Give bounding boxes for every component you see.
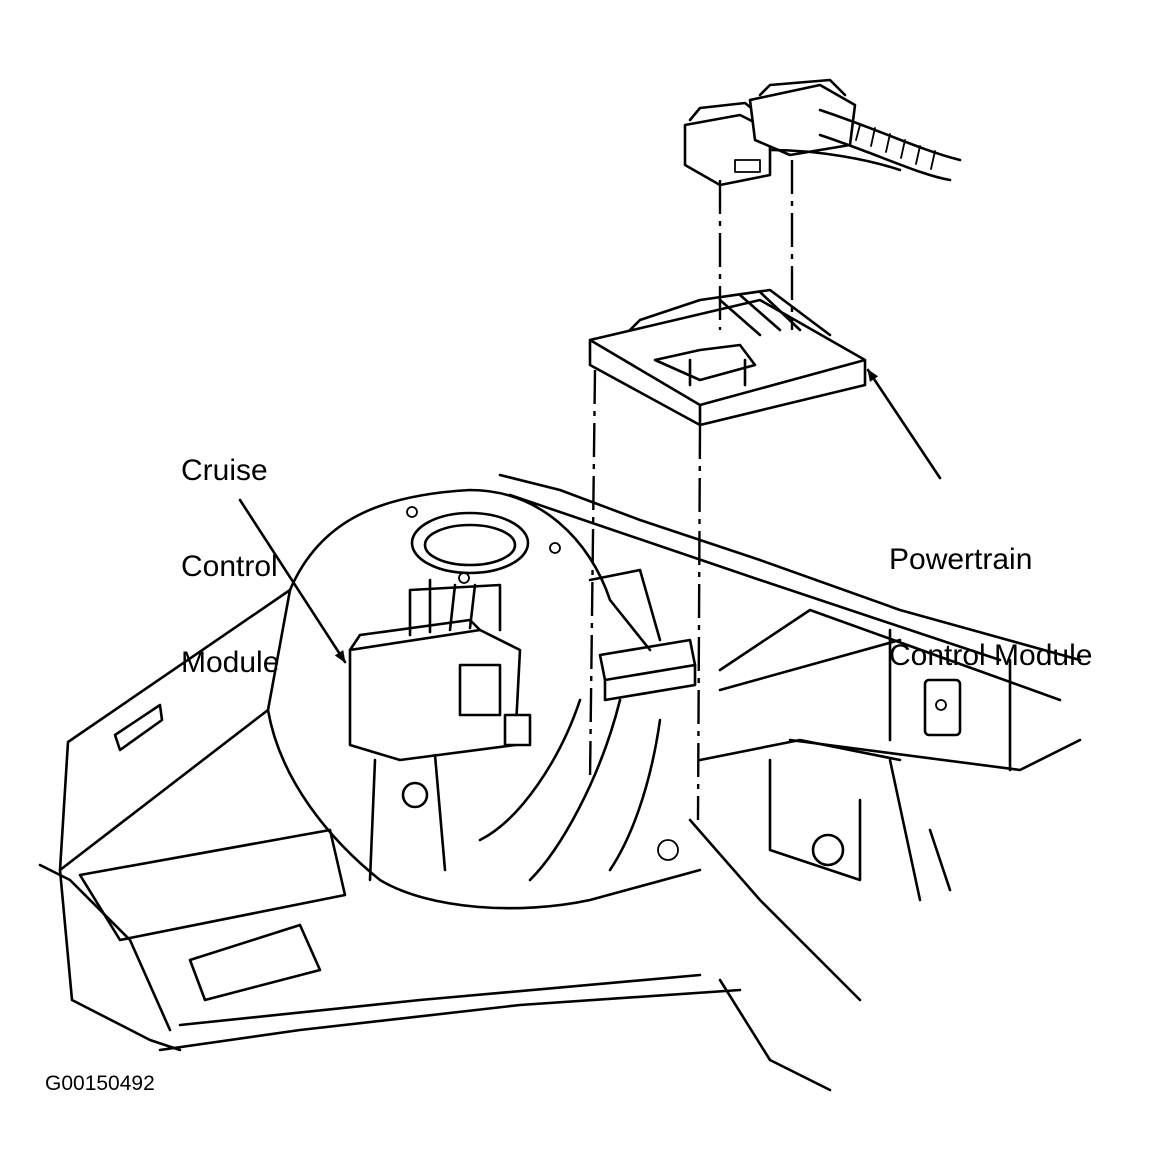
fender-panel bbox=[38, 588, 742, 1052]
pcm-mounting-bracket bbox=[588, 568, 697, 702]
pcm-harness-connectors bbox=[683, 78, 962, 187]
powertrain-control-module-drawing bbox=[588, 288, 867, 427]
figure-code: G00150492 bbox=[45, 1072, 155, 1095]
cruise-label-line-1: Cruise bbox=[181, 454, 268, 487]
right-side-rail bbox=[498, 473, 1082, 1092]
cruise-label-line-3: Module bbox=[181, 646, 280, 679]
cruise-control-module-label: Cruise Control Module bbox=[181, 391, 279, 711]
cruise-control-module-drawing bbox=[348, 578, 532, 882]
pcm-leader-arrow bbox=[866, 368, 942, 480]
alignment-lines bbox=[588, 160, 794, 821]
cruise-module-leader-arrow bbox=[238, 498, 347, 664]
pcm-label-line-1: Powertrain bbox=[889, 543, 1033, 576]
strut-tower bbox=[266, 488, 702, 910]
cruise-label-line-2: Control bbox=[181, 550, 278, 583]
powertrain-control-module-label: Powertrain Control Module bbox=[889, 480, 1092, 704]
pcm-label-line-2: Control Module bbox=[889, 639, 1093, 672]
